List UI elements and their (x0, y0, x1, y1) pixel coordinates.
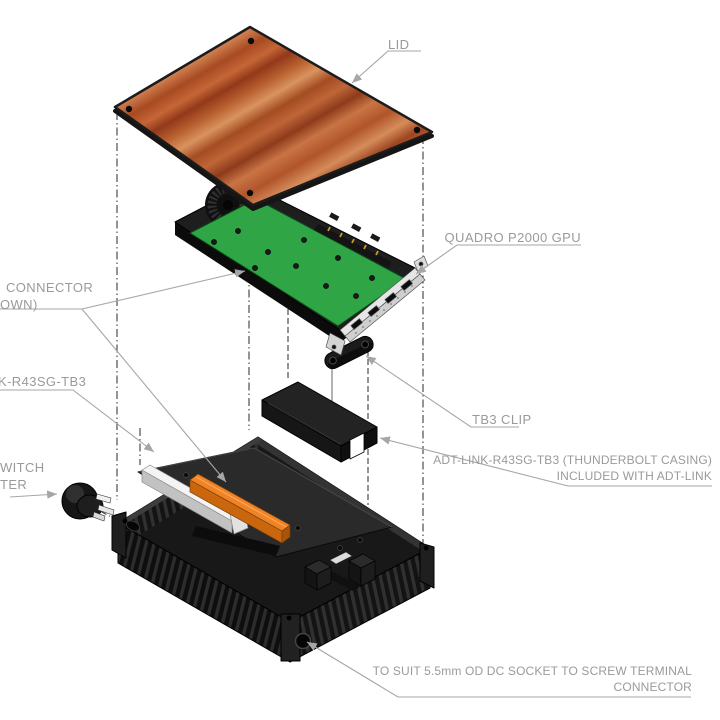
pcie-connector-label-line1: CONNECTOR (6, 280, 94, 295)
tb3-clip-part (324, 335, 374, 370)
dc-socket-label-line1: TO SUIT 5.5mm OD DC SOCKET TO SCREW TERM… (372, 664, 692, 678)
dc-socket-label-line2: CONNECTOR (613, 680, 692, 694)
pcie-connector-part (189, 473, 291, 544)
cable-hole (125, 520, 141, 532)
pcie-connector-top (189, 473, 291, 532)
dc-socket-leader (306, 641, 691, 698)
casing-leader (379, 436, 712, 487)
dc-socket-label: TO SUIT 5.5mm OD DC SOCKET TO SCREW TERM… (373, 663, 692, 695)
power-switch-label: WITCH TER (0, 459, 45, 493)
adt-link-leader (0, 389, 155, 453)
power-switch-label-line2: TER (0, 477, 28, 492)
gpu-part (174, 182, 429, 356)
pcie-connector-label: CONNECTOR OWN) (0, 279, 93, 313)
tb3-clip-label: TB3 CLIP (472, 412, 532, 427)
connector-leader-b (81, 308, 227, 483)
power-switch-part (61, 482, 115, 522)
lid-screws (125, 37, 421, 197)
tb3-clip-leader (365, 355, 519, 428)
chassis-part (111, 436, 435, 663)
power-switch-label-line1: WITCH (0, 460, 45, 475)
casing-notch (349, 432, 365, 460)
thunderbolt-casing-label-line2: INCLUDED WITH ADT-LINK (556, 469, 712, 483)
power-switch-leader (9, 490, 58, 499)
leader-lines (0, 50, 712, 698)
lid-label: LID (388, 37, 410, 52)
thunderbolt-casing-part (261, 381, 378, 463)
thunderbolt-casing-label: ADT-LINK-R43SG-TB3 (THUNDERBOLT CASING) … (433, 452, 712, 484)
thunderbolt-casing-label-line1: ADT-LINK-R43SG-TB3 (THUNDERBOLT CASING) (433, 453, 712, 467)
dc-socket-hole (294, 632, 312, 650)
gpu-leader (415, 244, 581, 275)
gpu-label: QUADRO P2000 GPU (444, 230, 581, 245)
lid-leader (351, 50, 421, 84)
lid-part (113, 25, 434, 211)
pcie-connector-label-line2: OWN) (0, 297, 38, 312)
standoff-blocks (304, 553, 376, 591)
adt-link-label: K-R43SG-TB3 (0, 374, 87, 389)
